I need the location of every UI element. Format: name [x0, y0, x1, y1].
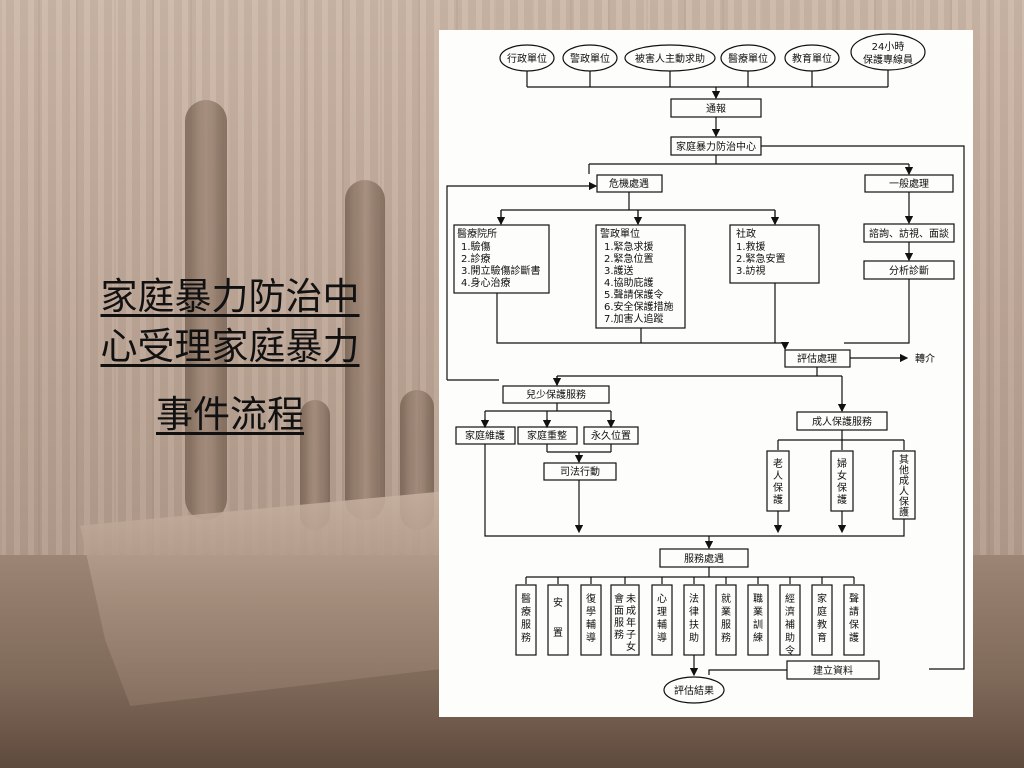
- assess-label: 評估處理: [797, 352, 837, 365]
- police-item-3: 3.護送: [604, 264, 634, 277]
- medical-item-2: 2.診療: [461, 252, 491, 265]
- source-medical-label: 醫療單位: [728, 52, 768, 65]
- center-label: 家庭暴力防治中心: [676, 140, 756, 153]
- police-item-6: 6.安全保護措施: [604, 300, 674, 313]
- service-label-4: 未成年子女會面服務: [614, 592, 636, 653]
- flowchart: 行政單位 警政單位 被害人主動求助 醫療單位 教育單位 24小時 保護專線員 通…: [439, 30, 973, 717]
- social-title: 社政: [736, 227, 756, 240]
- service-label-8: 職業訓練: [753, 593, 763, 644]
- other-adult-label: 其他成人保護: [899, 454, 909, 519]
- police-title: 警政單位: [600, 227, 640, 240]
- women-label: 婦女保護: [837, 458, 847, 506]
- social-item-1: 1.救援: [736, 240, 766, 253]
- record-label: 建立資料: [813, 664, 853, 677]
- social-item-2: 2.緊急安置: [736, 252, 786, 265]
- slide-title: 家庭暴力防治中 心受理家庭暴力 事件流程: [60, 272, 400, 440]
- title-line-3: 事件流程: [60, 390, 400, 440]
- source-police-label: 警政單位: [570, 52, 610, 65]
- service-node-2: [548, 585, 568, 655]
- social-item-3: 3.訪視: [736, 264, 766, 277]
- title-line-2: 心受理家庭暴力: [60, 322, 400, 372]
- service-label: 服務處遇: [684, 552, 724, 565]
- police-item-1: 1.緊急求援: [604, 240, 654, 253]
- medical-item-4: 4.身心治療: [461, 276, 511, 289]
- family-keep-label: 家庭維護: [465, 429, 505, 442]
- adult-label: 成人保護服務: [812, 415, 872, 428]
- police-item-7: 7.加害人追蹤: [604, 312, 664, 325]
- source-hotline-label-2: 保護專線員: [863, 53, 913, 66]
- result-label: 評估結果: [674, 684, 714, 697]
- medical-title: 醫療院所: [457, 227, 497, 240]
- judicial-label: 司法行動: [560, 465, 600, 478]
- police-item-2: 2.緊急位置: [604, 252, 654, 265]
- source-victim-label: 被害人主動求助: [635, 52, 705, 65]
- crisis-label: 危機處遇: [609, 177, 649, 190]
- police-item-4: 4.協助庇護: [604, 276, 654, 289]
- permanent-label: 永久位置: [591, 429, 631, 442]
- elder-label: 老人保護: [773, 457, 783, 506]
- source-education-label: 教育單位: [792, 52, 832, 65]
- title-line-1: 家庭暴力防治中: [60, 272, 400, 322]
- flowchart-panel: 行政單位 警政單位 被害人主動求助 醫療單位 教育單位 24小時 保護專線員 通…: [439, 30, 973, 717]
- service-label-2: 安置: [553, 596, 563, 639]
- service-label-7: 就業服務: [721, 592, 731, 644]
- police-item-5: 5.聲請保護令: [604, 288, 664, 301]
- referral-label: 轉介: [915, 352, 935, 365]
- service-label-9: 經濟補助令: [785, 592, 795, 657]
- service-label-1: 醫療服務: [521, 593, 531, 644]
- source-admin-label: 行政單位: [507, 52, 547, 65]
- service-label-6: 法律扶助: [689, 592, 699, 644]
- analysis-label: 分析診斷: [889, 264, 929, 277]
- medical-item-3: 3.開立驗傷診斷書: [461, 264, 541, 277]
- child-label: 兒少保護服務: [526, 388, 586, 401]
- general-label: 一般處理: [889, 177, 929, 190]
- service-label-10: 家庭教育: [817, 592, 827, 644]
- service-label-5: 心理輔導: [657, 593, 667, 644]
- family-rebuild-label: 家庭重整: [527, 429, 567, 442]
- consult-label: 諮詢、訪視、面談: [869, 227, 949, 240]
- service-label-11: 聲請保護: [849, 592, 859, 644]
- medical-item-1: 1.驗傷: [461, 240, 491, 253]
- notify-label: 通報: [706, 103, 726, 115]
- source-hotline-label-1: 24小時: [872, 41, 905, 53]
- service-label-3: 復學輔導: [586, 592, 596, 644]
